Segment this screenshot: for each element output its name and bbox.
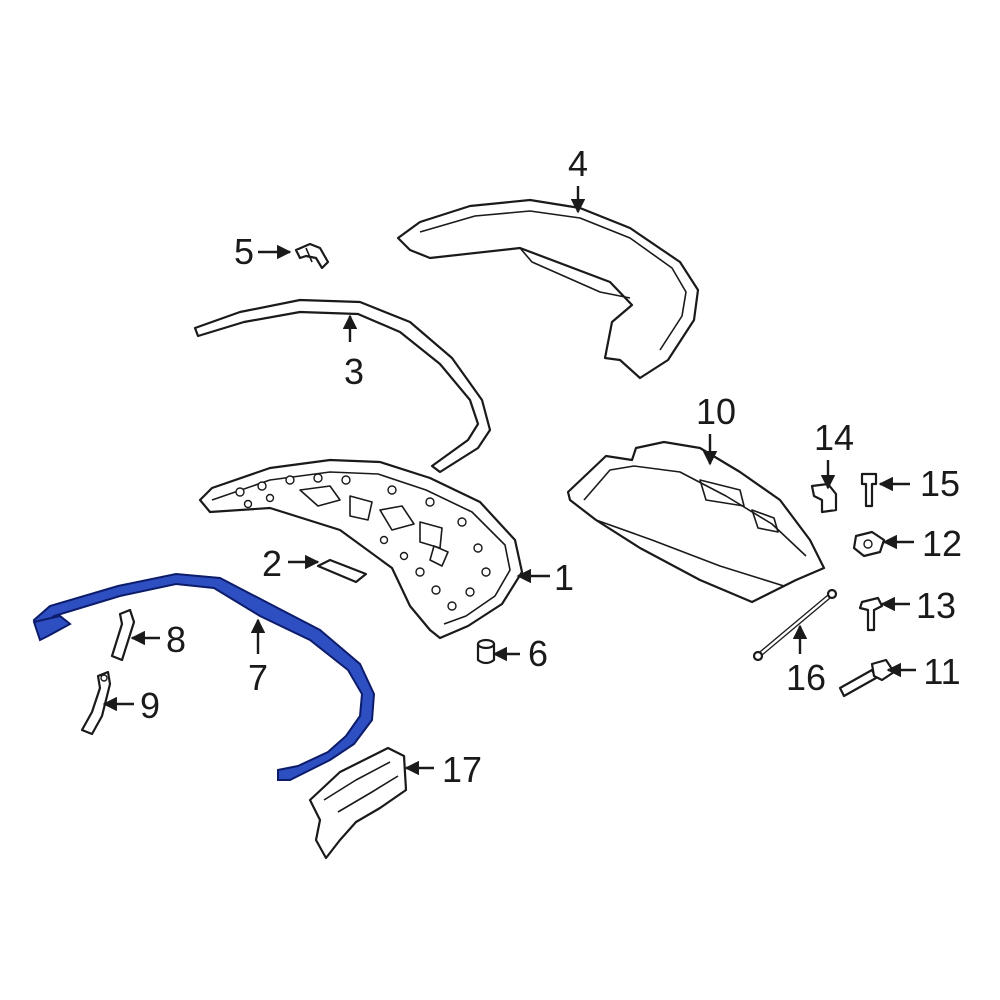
callout-5: 5	[234, 231, 254, 272]
leader-arrows	[102, 186, 916, 776]
callout-12: 12	[922, 523, 962, 564]
callout-7: 7	[248, 657, 268, 698]
part-6-bumper	[476, 638, 496, 665]
callout-8: 8	[166, 619, 186, 660]
callout-11: 11	[923, 651, 960, 692]
callout-10: 10	[696, 391, 736, 432]
part-11-pin	[838, 658, 896, 698]
part-13-clip	[858, 596, 884, 632]
callout-labels: 4 5 3 1 2 6 7 8 9 10 14 15 12 13 16 11 1…	[140, 143, 962, 790]
callout-1: 1	[554, 557, 574, 598]
part-15-bolt	[860, 472, 878, 508]
part-2-strip	[316, 558, 368, 584]
part-8-pin	[110, 608, 136, 662]
part-16-strut	[752, 588, 838, 662]
part-5-clip	[294, 242, 330, 270]
callout-15: 15	[920, 463, 960, 504]
callout-9: 9	[140, 685, 160, 726]
callout-3: 3	[344, 351, 364, 392]
part-17-hinge	[308, 746, 408, 860]
panel-holes	[235, 473, 491, 611]
part-1-panel	[198, 458, 524, 640]
callout-13: 13	[916, 585, 956, 626]
part-3-weatherstrip	[193, 298, 492, 474]
callout-6: 6	[528, 633, 548, 674]
callout-2: 2	[262, 543, 282, 584]
callout-4: 4	[568, 143, 588, 184]
part-9-link	[80, 670, 112, 736]
part-12-nut	[852, 530, 886, 558]
callout-16: 16	[786, 657, 826, 698]
part-4-cover	[396, 198, 700, 380]
part-10-shelf	[566, 440, 826, 604]
part-14-bracket	[810, 482, 838, 514]
callout-14: 14	[814, 417, 854, 458]
part-7-bow-highlighted	[32, 572, 376, 781]
callout-17: 17	[442, 749, 482, 790]
panel-cutouts	[299, 485, 449, 567]
